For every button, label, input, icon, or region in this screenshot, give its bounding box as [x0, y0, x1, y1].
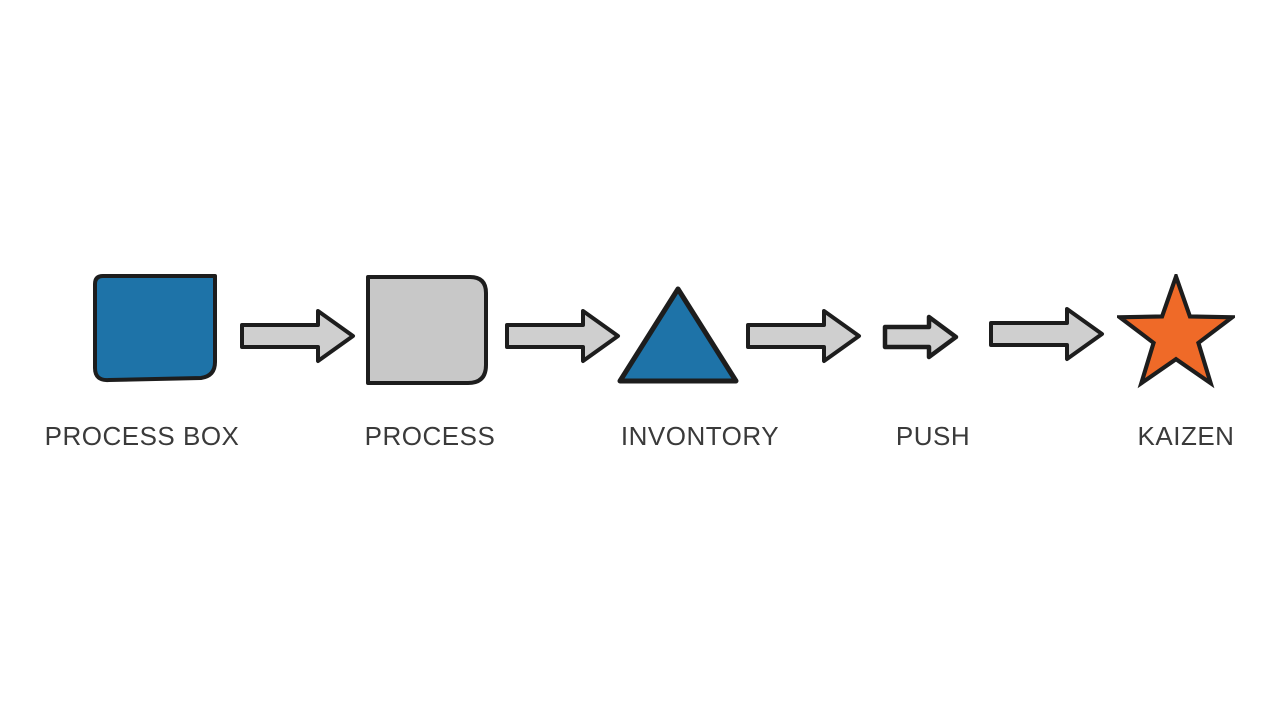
connector-arrow-2 [505, 309, 620, 363]
process-box-shape [93, 274, 217, 383]
right-arrow-icon [989, 307, 1104, 361]
kaizen-shape [1117, 274, 1235, 389]
push-arrow-icon [882, 314, 959, 360]
kaizen-star-icon [1117, 274, 1235, 389]
process-label: PROCESS [364, 421, 496, 451]
connector-arrow-4 [989, 307, 1104, 361]
push-label: PUSH [895, 421, 971, 451]
kaizen-label: KAIZEN [1137, 421, 1235, 451]
connector-arrow-1 [240, 309, 355, 363]
connector-arrow-3 [746, 309, 861, 363]
process-box-square-icon [93, 274, 217, 383]
right-arrow-icon [746, 309, 861, 363]
push-shape [882, 314, 959, 360]
right-arrow-icon [240, 309, 355, 363]
inventory-shape [617, 286, 739, 384]
process-shape [366, 275, 488, 385]
process-square-icon [366, 275, 488, 385]
process-box-label: PROCESS BOX [44, 421, 240, 451]
right-arrow-icon [505, 309, 620, 363]
inventory-triangle-icon [617, 286, 739, 384]
inventory-label: INVONTORY [620, 421, 780, 451]
